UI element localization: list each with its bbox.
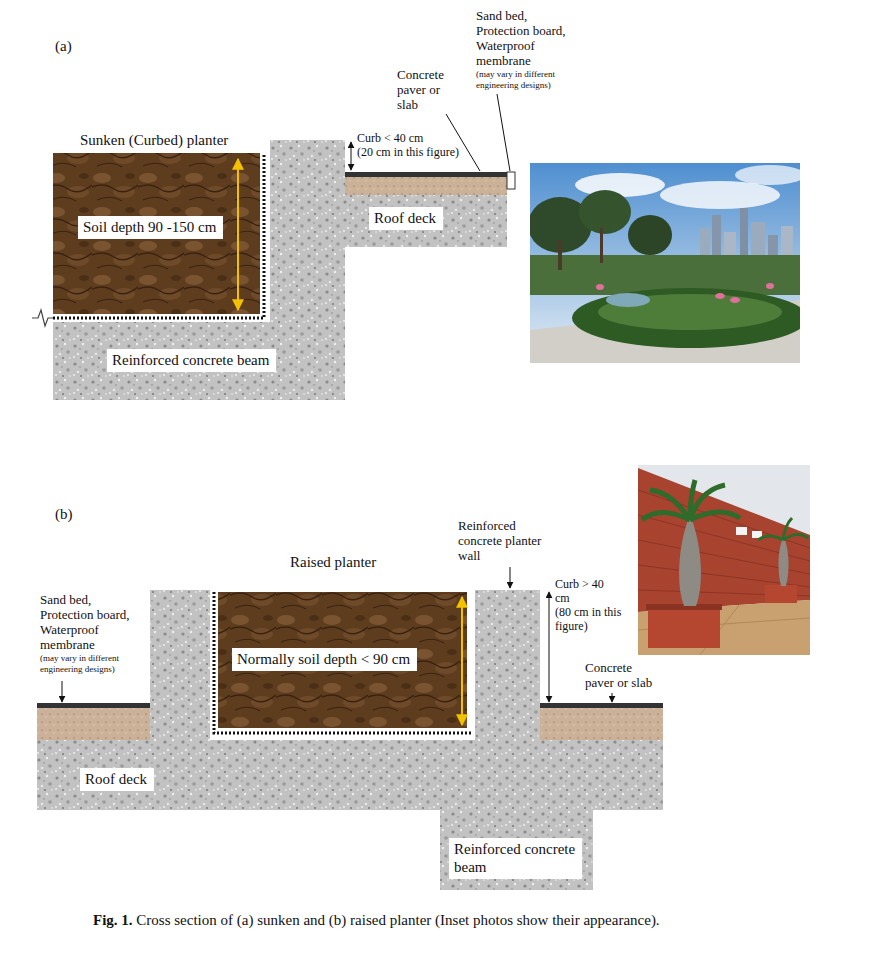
layer-label: Sand bed, Protection board, Waterproof m…	[476, 8, 566, 68]
wall-label: Reinforced concrete planter wall	[458, 518, 541, 563]
sand-bed	[540, 708, 663, 740]
box-text: Reinforced concrete beam	[112, 351, 269, 369]
leader-arrow	[510, 567, 511, 588]
curb-dimension: Curb < 40 cm (20 cm in this figure)	[357, 131, 459, 159]
box-text: Reinforced concrete beam	[454, 840, 575, 876]
inset-photo	[638, 465, 810, 655]
figure-caption: Fig. 1. Cross section of (a) sunken and …	[93, 911, 660, 929]
raised-section	[37, 567, 663, 890]
box-text: Normally soil depth < 90 cm	[237, 650, 410, 668]
paver	[540, 703, 663, 708]
depth-arrow	[237, 159, 239, 310]
membrane	[53, 155, 264, 318]
curb-arrow	[351, 142, 352, 170]
depth-box: Normally soil depth < 90 cm	[232, 648, 417, 671]
sunken-section	[32, 94, 515, 400]
part-box: Roof deck	[369, 207, 443, 230]
layer-label: Sand bed, Protection board, Waterproof m…	[40, 592, 130, 652]
part-box: Reinforced concrete beam	[449, 838, 582, 879]
panel-letter: (a)	[55, 37, 72, 55]
layer-note: (may vary in different engineering desig…	[40, 653, 119, 675]
soil	[53, 153, 260, 314]
box-text: Roof deck	[374, 209, 436, 227]
planter-title: Sunken (Curbed) planter	[80, 131, 228, 149]
panel-letter: (b)	[55, 505, 73, 523]
depth-arrow	[461, 597, 463, 725]
membrane	[214, 592, 471, 733]
paver	[37, 703, 150, 708]
box-text: Soil depth 90 -150 cm	[83, 218, 216, 236]
sand-bed	[345, 177, 507, 195]
leader-arrow	[612, 693, 613, 702]
paver	[345, 172, 507, 177]
concrete-structure	[37, 590, 663, 890]
leader-line	[497, 94, 510, 171]
part-box: Roof deck	[80, 768, 154, 791]
break-mark	[32, 310, 53, 326]
part-box: Reinforced concrete beam	[107, 349, 276, 372]
box-text: Roof deck	[85, 770, 147, 788]
paver-label: Concrete paver or slab	[397, 67, 444, 112]
concrete-structure	[53, 140, 507, 400]
layer-note: (may vary in different engineering desig…	[476, 69, 555, 91]
leader-arrow	[62, 681, 63, 702]
sand-bed	[37, 708, 150, 740]
paver-label: Concrete paver or slab	[585, 660, 652, 690]
leader-line	[446, 114, 480, 171]
depth-box: Soil depth 90 -150 cm	[78, 216, 223, 239]
inset-photo	[530, 163, 800, 363]
soil	[218, 592, 467, 728]
curb-arrow	[549, 592, 550, 702]
curb-dimension: Curb > 40 cm (80 cm in this figure)	[555, 577, 621, 633]
membrane-end	[507, 172, 515, 189]
planter-title: Raised planter	[290, 553, 376, 571]
